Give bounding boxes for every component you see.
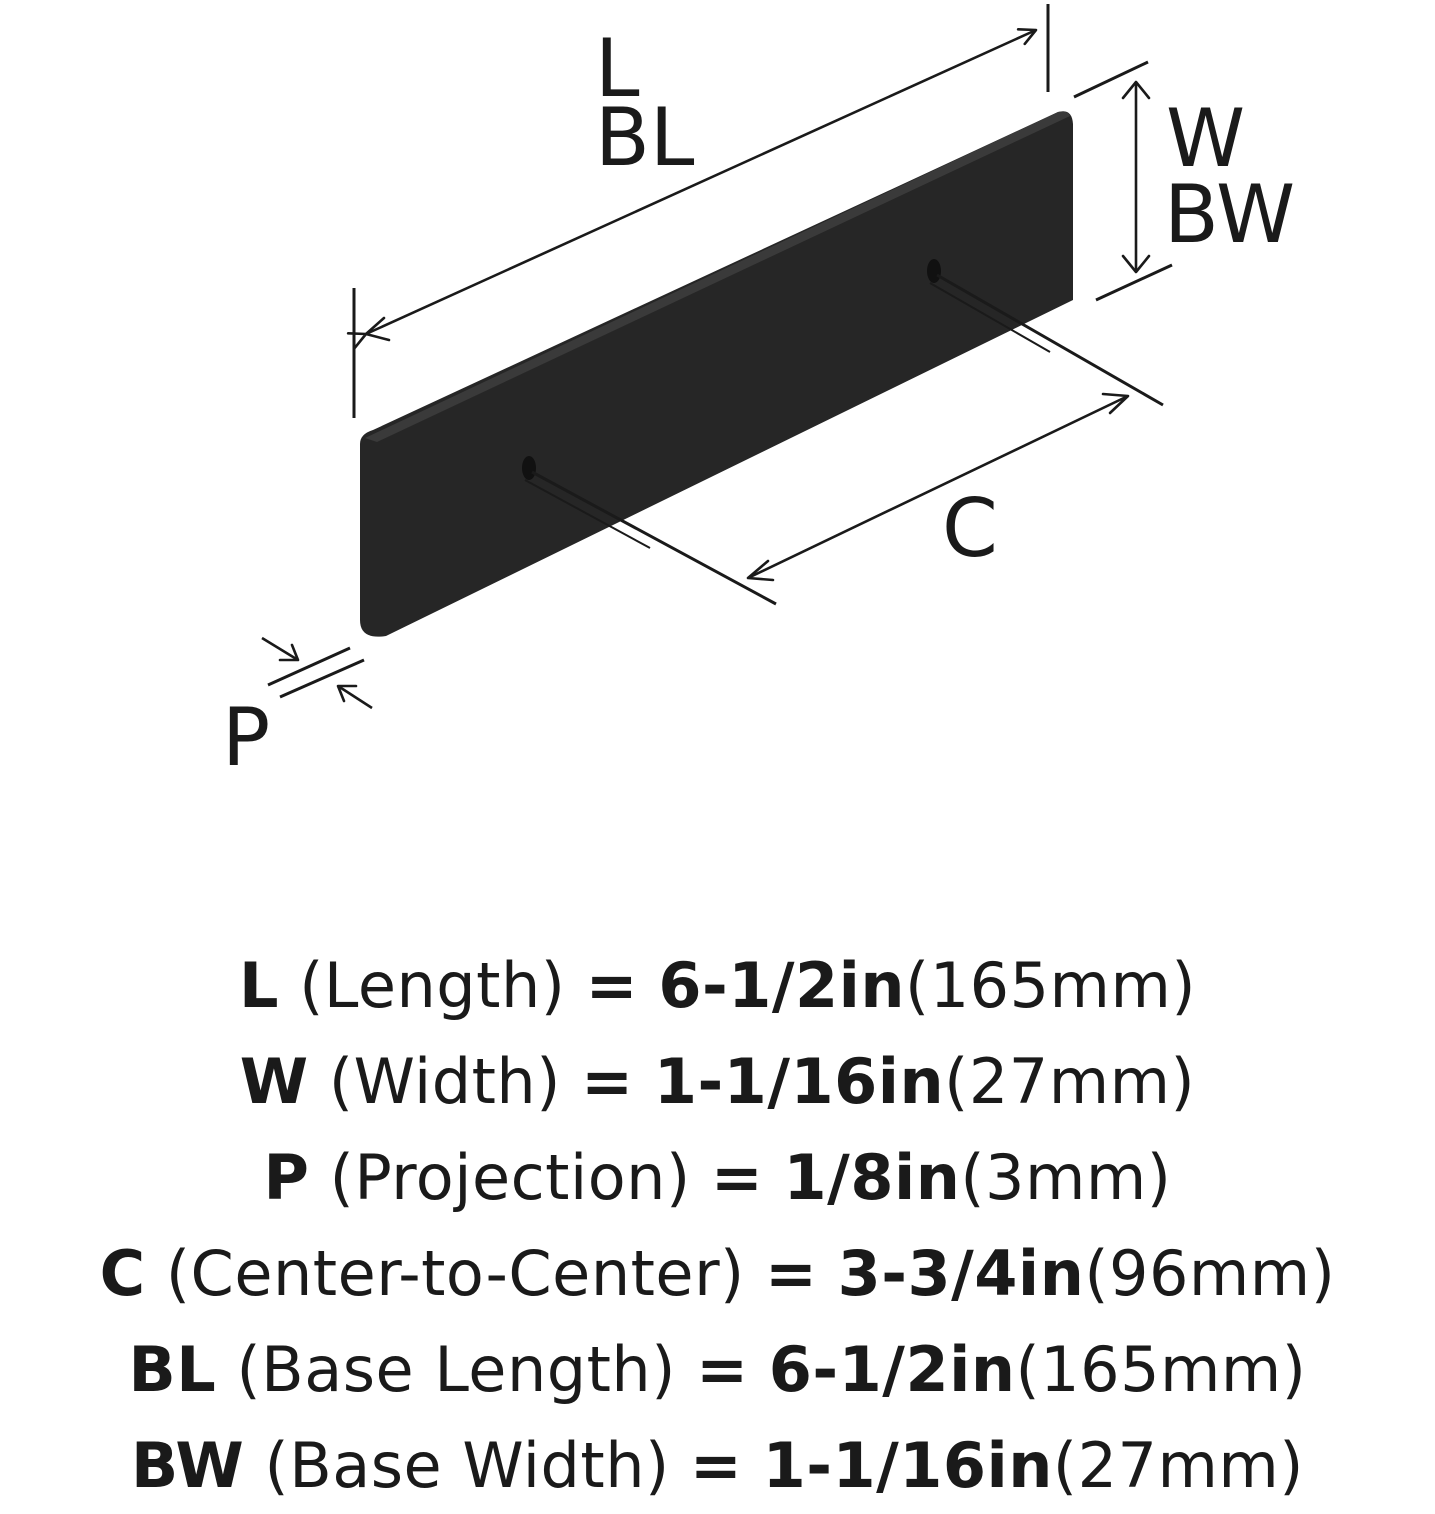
- spec-row-base-length: BL (Base Length) = 6-1/2in(165mm): [0, 1322, 1435, 1418]
- center-arrow-left: [746, 559, 775, 582]
- specification-list: L (Length) = 6-1/2in(165mm) W (Width) = …: [0, 938, 1435, 1514]
- width-arrow-top: [1121, 80, 1151, 100]
- label-base-length: BL: [595, 91, 695, 184]
- spec-equals: =: [696, 1333, 749, 1406]
- screw-hole-right: [927, 259, 941, 283]
- spec-imperial: 6-1/2in: [768, 1333, 1016, 1406]
- width-extension-top: [1073, 60, 1149, 99]
- label-projection: P: [222, 691, 270, 784]
- center-arrow-right: [1101, 392, 1130, 415]
- spec-imperial: 1-1/16in: [653, 1045, 945, 1118]
- spec-name: (Center-to-Center): [165, 1237, 745, 1310]
- spec-name: (Length): [299, 949, 566, 1022]
- spec-equals: =: [581, 1045, 634, 1118]
- spec-equals: =: [710, 1141, 764, 1214]
- projection-extension-2: [279, 658, 365, 699]
- spec-name: (Base Length): [236, 1333, 676, 1406]
- spec-row-projection: P (Projection) = 1/8in(3mm): [0, 1130, 1435, 1226]
- width-arrow-bottom: [1121, 254, 1151, 274]
- spec-abbr: L: [238, 949, 279, 1022]
- width-extension-bottom: [1095, 263, 1173, 302]
- spec-imperial: 1-1/16in: [762, 1429, 1053, 1502]
- spec-row-length: L (Length) = 6-1/2in(165mm): [0, 938, 1435, 1034]
- spec-equals: =: [689, 1429, 743, 1502]
- projection-arrow-line-1: [261, 636, 299, 662]
- label-length: L: [595, 22, 640, 115]
- spec-name: (Base Width): [264, 1429, 670, 1502]
- spec-metric: (165mm): [1015, 1333, 1307, 1406]
- screw-hole-left: [522, 456, 536, 480]
- spec-metric: (165mm): [905, 949, 1197, 1022]
- screw-line-left: [524, 470, 777, 606]
- spec-row-center-to-center: C (Center-to-Center) = 3-3/4in(96mm): [0, 1226, 1435, 1322]
- spec-name: (Projection): [329, 1141, 691, 1214]
- label-width: W: [1166, 92, 1245, 185]
- projection-arrow-line-2: [337, 684, 373, 710]
- spec-imperial: 3-3/4in: [837, 1237, 1085, 1310]
- length-arrow-left: [364, 316, 391, 342]
- projection-extension-1: [267, 646, 351, 687]
- label-base-width: BW: [1164, 168, 1295, 261]
- dimension-diagram: L BL W BW C P: [222, 4, 1295, 784]
- spec-abbr: BW: [131, 1429, 245, 1502]
- spec-row-width: W (Width) = 1-1/16in(27mm): [0, 1034, 1435, 1130]
- spec-row-base-width: BW (Base Width) = 1-1/16in(27mm): [0, 1418, 1435, 1514]
- label-center-to-center: C: [942, 482, 998, 575]
- projection-arrow-1: [278, 643, 300, 662]
- center-dimension-line: [747, 394, 1129, 580]
- spec-metric: (27mm): [1052, 1429, 1304, 1502]
- spec-metric: (3mm): [960, 1141, 1172, 1214]
- spec-name: (Width): [328, 1045, 561, 1118]
- spec-imperial: 1/8in: [783, 1141, 961, 1214]
- spec-abbr: C: [99, 1237, 146, 1310]
- spec-abbr: BL: [128, 1333, 217, 1406]
- spec-equals: =: [764, 1237, 818, 1310]
- projection-arrow-2: [336, 684, 358, 703]
- spec-abbr: P: [263, 1141, 310, 1214]
- spec-metric: (96mm): [1084, 1237, 1336, 1310]
- length-dimension-line: [346, 28, 1038, 350]
- spec-metric: (27mm): [944, 1045, 1196, 1118]
- spec-equals: =: [585, 949, 639, 1022]
- spec-imperial: 6-1/2in: [658, 949, 906, 1022]
- spec-abbr: W: [239, 1045, 309, 1118]
